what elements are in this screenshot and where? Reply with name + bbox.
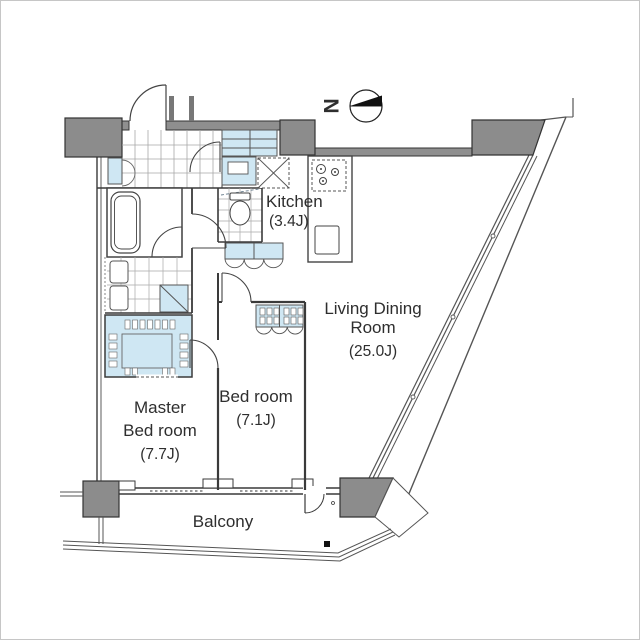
kitchen-area: (3.4J) — [269, 213, 309, 230]
hall-door — [189, 141, 221, 173]
bedroom-area: (7.1J) — [236, 412, 276, 429]
drain-mark — [324, 541, 330, 547]
column-top-right — [471, 119, 546, 156]
bedroom-door — [221, 272, 252, 303]
balcony-door-arc — [304, 493, 325, 514]
bathroom — [106, 187, 183, 258]
washroom-door — [191, 213, 227, 249]
master-bedroom-door — [189, 339, 219, 369]
column-bottom-left — [82, 480, 120, 518]
hanger-marks — [108, 319, 189, 376]
walk-in-closet — [104, 314, 193, 380]
hall-closet — [224, 242, 284, 270]
bathroom-door — [151, 226, 183, 258]
column-top-left — [64, 117, 123, 158]
entrance-storage — [107, 157, 123, 185]
column-top-mid — [279, 119, 316, 156]
master-bedroom-label-1: Master — [134, 398, 186, 417]
toilet-room — [217, 188, 263, 243]
living-dining-label-1: Living Dining — [324, 299, 421, 318]
bathtub-icon — [110, 191, 141, 254]
room-labels: Kitchen (3.4J) Living Dining Room (25.0J… — [123, 192, 422, 531]
entrance-door — [129, 84, 167, 122]
shoe-cabinet — [221, 129, 278, 186]
structural-columns — [64, 117, 546, 538]
kitchen-counter — [307, 155, 353, 263]
hanger-marks — [259, 307, 304, 325]
master-bedroom-area: (7.7J) — [140, 446, 180, 463]
toilet-icon — [229, 192, 251, 226]
stove-icon — [311, 159, 347, 192]
north-arrow-icon: N — [319, 89, 383, 123]
partition-walls — [216, 273, 307, 490]
compass-label: N — [319, 98, 342, 113]
bedroom-label: Bed room — [219, 387, 293, 406]
washing-machine-icon — [159, 284, 189, 313]
entrance-genkan — [97, 84, 278, 189]
washroom — [104, 188, 227, 314]
living-dining-area: (25.0J) — [349, 343, 397, 360]
balcony — [60, 491, 396, 562]
bedroom-closet — [255, 304, 304, 335]
kitchen-sink-icon — [314, 225, 340, 255]
master-bedroom-label-2: Bed room — [123, 421, 197, 440]
pipe-shaft-x — [257, 157, 290, 189]
kitchen-label: Kitchen — [266, 192, 323, 211]
balcony-label: Balcony — [193, 512, 254, 531]
corner-ledge — [374, 477, 429, 538]
living-dining-label-2: Room — [350, 318, 395, 337]
vanity-icon — [109, 260, 129, 311]
diagonal-window-band — [368, 154, 538, 480]
